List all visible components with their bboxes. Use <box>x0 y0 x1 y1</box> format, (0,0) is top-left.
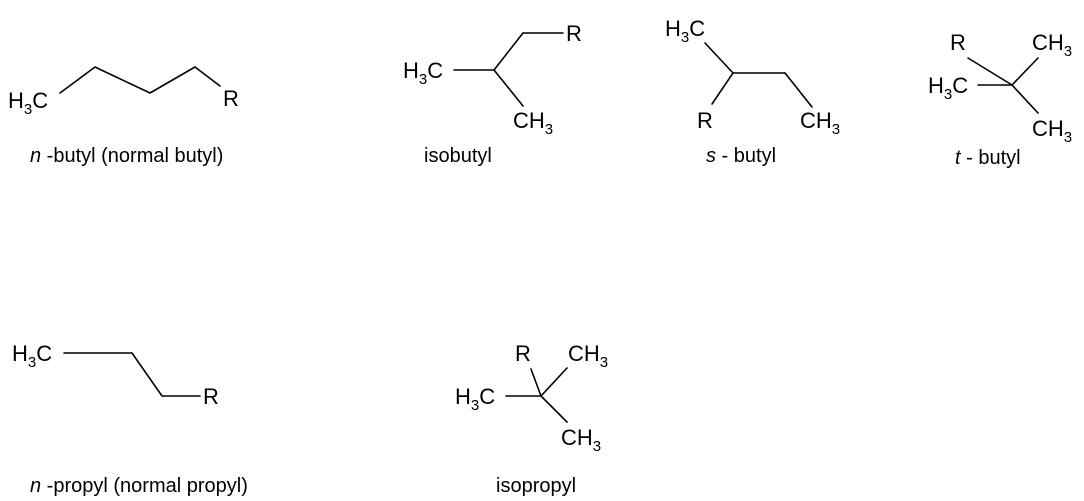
atom-ch3: CH3 <box>1032 30 1072 60</box>
bond <box>540 367 568 397</box>
atom-r: R <box>566 21 582 46</box>
caption-n-butyl: n -butyl (normal butyl) <box>30 145 223 167</box>
structure-t-butyl: R CH3 H3C CH3 t - butyl <box>928 30 1072 169</box>
bond <box>784 72 813 108</box>
bond <box>1011 84 1039 114</box>
caption-isopropyl: isopropyl <box>496 475 576 497</box>
atom-ch3: CH3 <box>800 108 840 138</box>
caption-isobutyl: isobutyl <box>424 145 492 167</box>
atom-r: R <box>203 384 219 409</box>
bond <box>493 32 524 71</box>
atom-ch3: CH3 <box>1032 116 1072 146</box>
bond <box>967 57 1013 86</box>
bond <box>1011 57 1039 86</box>
bond-chain <box>63 352 201 397</box>
atom-r: R <box>223 86 239 111</box>
atom-ch3: CH3 <box>568 341 608 371</box>
structure-n-butyl: H3C R n -butyl (normal butyl) <box>8 66 239 167</box>
atom-h3c: H3C <box>665 16 705 46</box>
structure-isobutyl: H3C R CH3 isobutyl <box>403 21 582 167</box>
atom-ch3: CH3 <box>561 425 601 455</box>
atom-h3c: H3C <box>928 73 968 103</box>
structure-s-butyl: H3C R CH3 s - butyl <box>665 16 840 167</box>
atom-r: R <box>697 108 713 133</box>
atom-r: R <box>950 30 966 55</box>
atom-r: R <box>515 341 531 366</box>
structure-isopropyl: R CH3 H3C CH3 isopropyl <box>455 341 608 497</box>
caption-t-butyl: t - butyl <box>955 147 1021 169</box>
caption-n-propyl: n -propyl (normal propyl) <box>30 475 248 497</box>
structure-n-propyl: H3C R n -propyl (normal propyl) <box>12 341 248 497</box>
bond-chain <box>59 66 221 94</box>
bond <box>530 368 542 397</box>
atom-h3c: H3C <box>8 88 48 118</box>
atom-h3c: H3C <box>455 384 495 414</box>
bond <box>493 69 524 107</box>
atom-h3c: H3C <box>403 58 443 88</box>
bond <box>540 395 568 423</box>
caption-s-butyl: s - butyl <box>706 145 776 167</box>
atom-ch3: CH3 <box>513 108 553 138</box>
atom-h3c: H3C <box>12 341 52 371</box>
bond <box>711 72 734 105</box>
bond <box>704 42 734 74</box>
